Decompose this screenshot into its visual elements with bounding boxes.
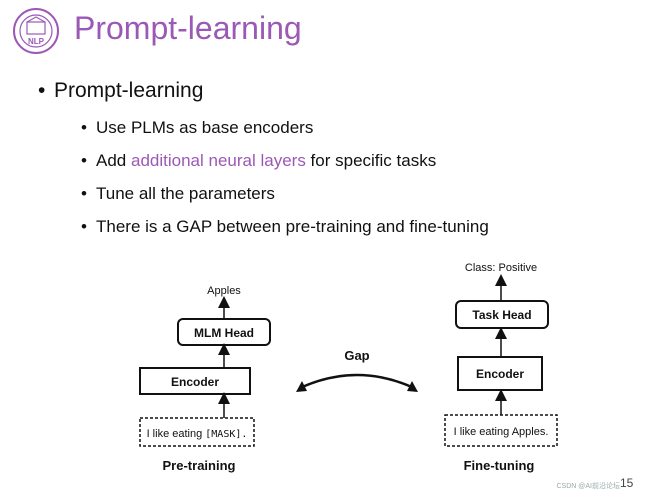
sub-bullet-text: Use PLMs as base encoders <box>96 118 314 137</box>
main-bullet-text: Prompt-learning <box>54 79 204 102</box>
pretrain-encoder-box <box>139 367 251 395</box>
finetune-output: Class: Positive <box>465 262 537 274</box>
finetune-encoder-label: Encoder <box>476 367 524 381</box>
bullet-dot-icon: • <box>81 184 87 203</box>
pretrain-input-text: I like eating [MASK]. <box>147 428 248 440</box>
sub-bullet: • Tune all the parameters <box>81 184 275 204</box>
gap-double-arrow-icon <box>299 373 415 390</box>
mlm-head-label: MLM Head <box>194 326 254 340</box>
sub-bullet-text: Tune all the parameters <box>96 184 275 203</box>
pretrain-input-box <box>139 417 255 447</box>
pretrain-input-prefix: I like eating <box>147 428 206 440</box>
logo-text: NLP <box>28 37 45 46</box>
sub-bullet: • Add additional neural layers for speci… <box>81 151 437 171</box>
finetune-input-box <box>444 414 558 447</box>
task-head-label: Task Head <box>472 308 531 322</box>
sub-bullet-prefix: Add <box>96 151 131 170</box>
arrow-icon <box>407 381 418 392</box>
bullet-dot-icon: • <box>81 217 87 236</box>
bullet-dot-icon: • <box>81 118 87 137</box>
pretrain-caption: Pre-training <box>163 458 236 473</box>
finetune-caption: Fine-tuning <box>464 458 535 473</box>
pretrain-output: Apples <box>207 285 241 297</box>
sub-bullet-suffix: for specific tasks <box>305 151 437 170</box>
sub-bullet-highlight: additional neural layers <box>130 151 306 170</box>
finetune-input-text: I like eating Apples. <box>454 426 549 438</box>
arrow-icon <box>296 381 307 392</box>
pretrain-encoder-label: Encoder <box>171 375 219 389</box>
page-number: 15 <box>620 476 634 490</box>
university-logo: NLP <box>13 8 59 54</box>
footer-watermark: CSDN @AI前沿论坛 <box>556 483 621 490</box>
sub-bullet: • There is a GAP between pre-training an… <box>81 217 489 237</box>
main-bullet: • Prompt-learning <box>38 79 204 103</box>
mask-token: [MASK]. <box>205 429 247 440</box>
bullet-dot-icon: • <box>81 151 87 170</box>
bullet-dot-icon: • <box>38 79 46 102</box>
slide-title: Prompt-learning <box>74 10 302 46</box>
gap-label: Gap <box>344 348 369 363</box>
sub-bullet-text: There is a GAP between pre-training and … <box>96 217 489 236</box>
sub-bullet: • Use PLMs as base encoders <box>81 118 314 138</box>
